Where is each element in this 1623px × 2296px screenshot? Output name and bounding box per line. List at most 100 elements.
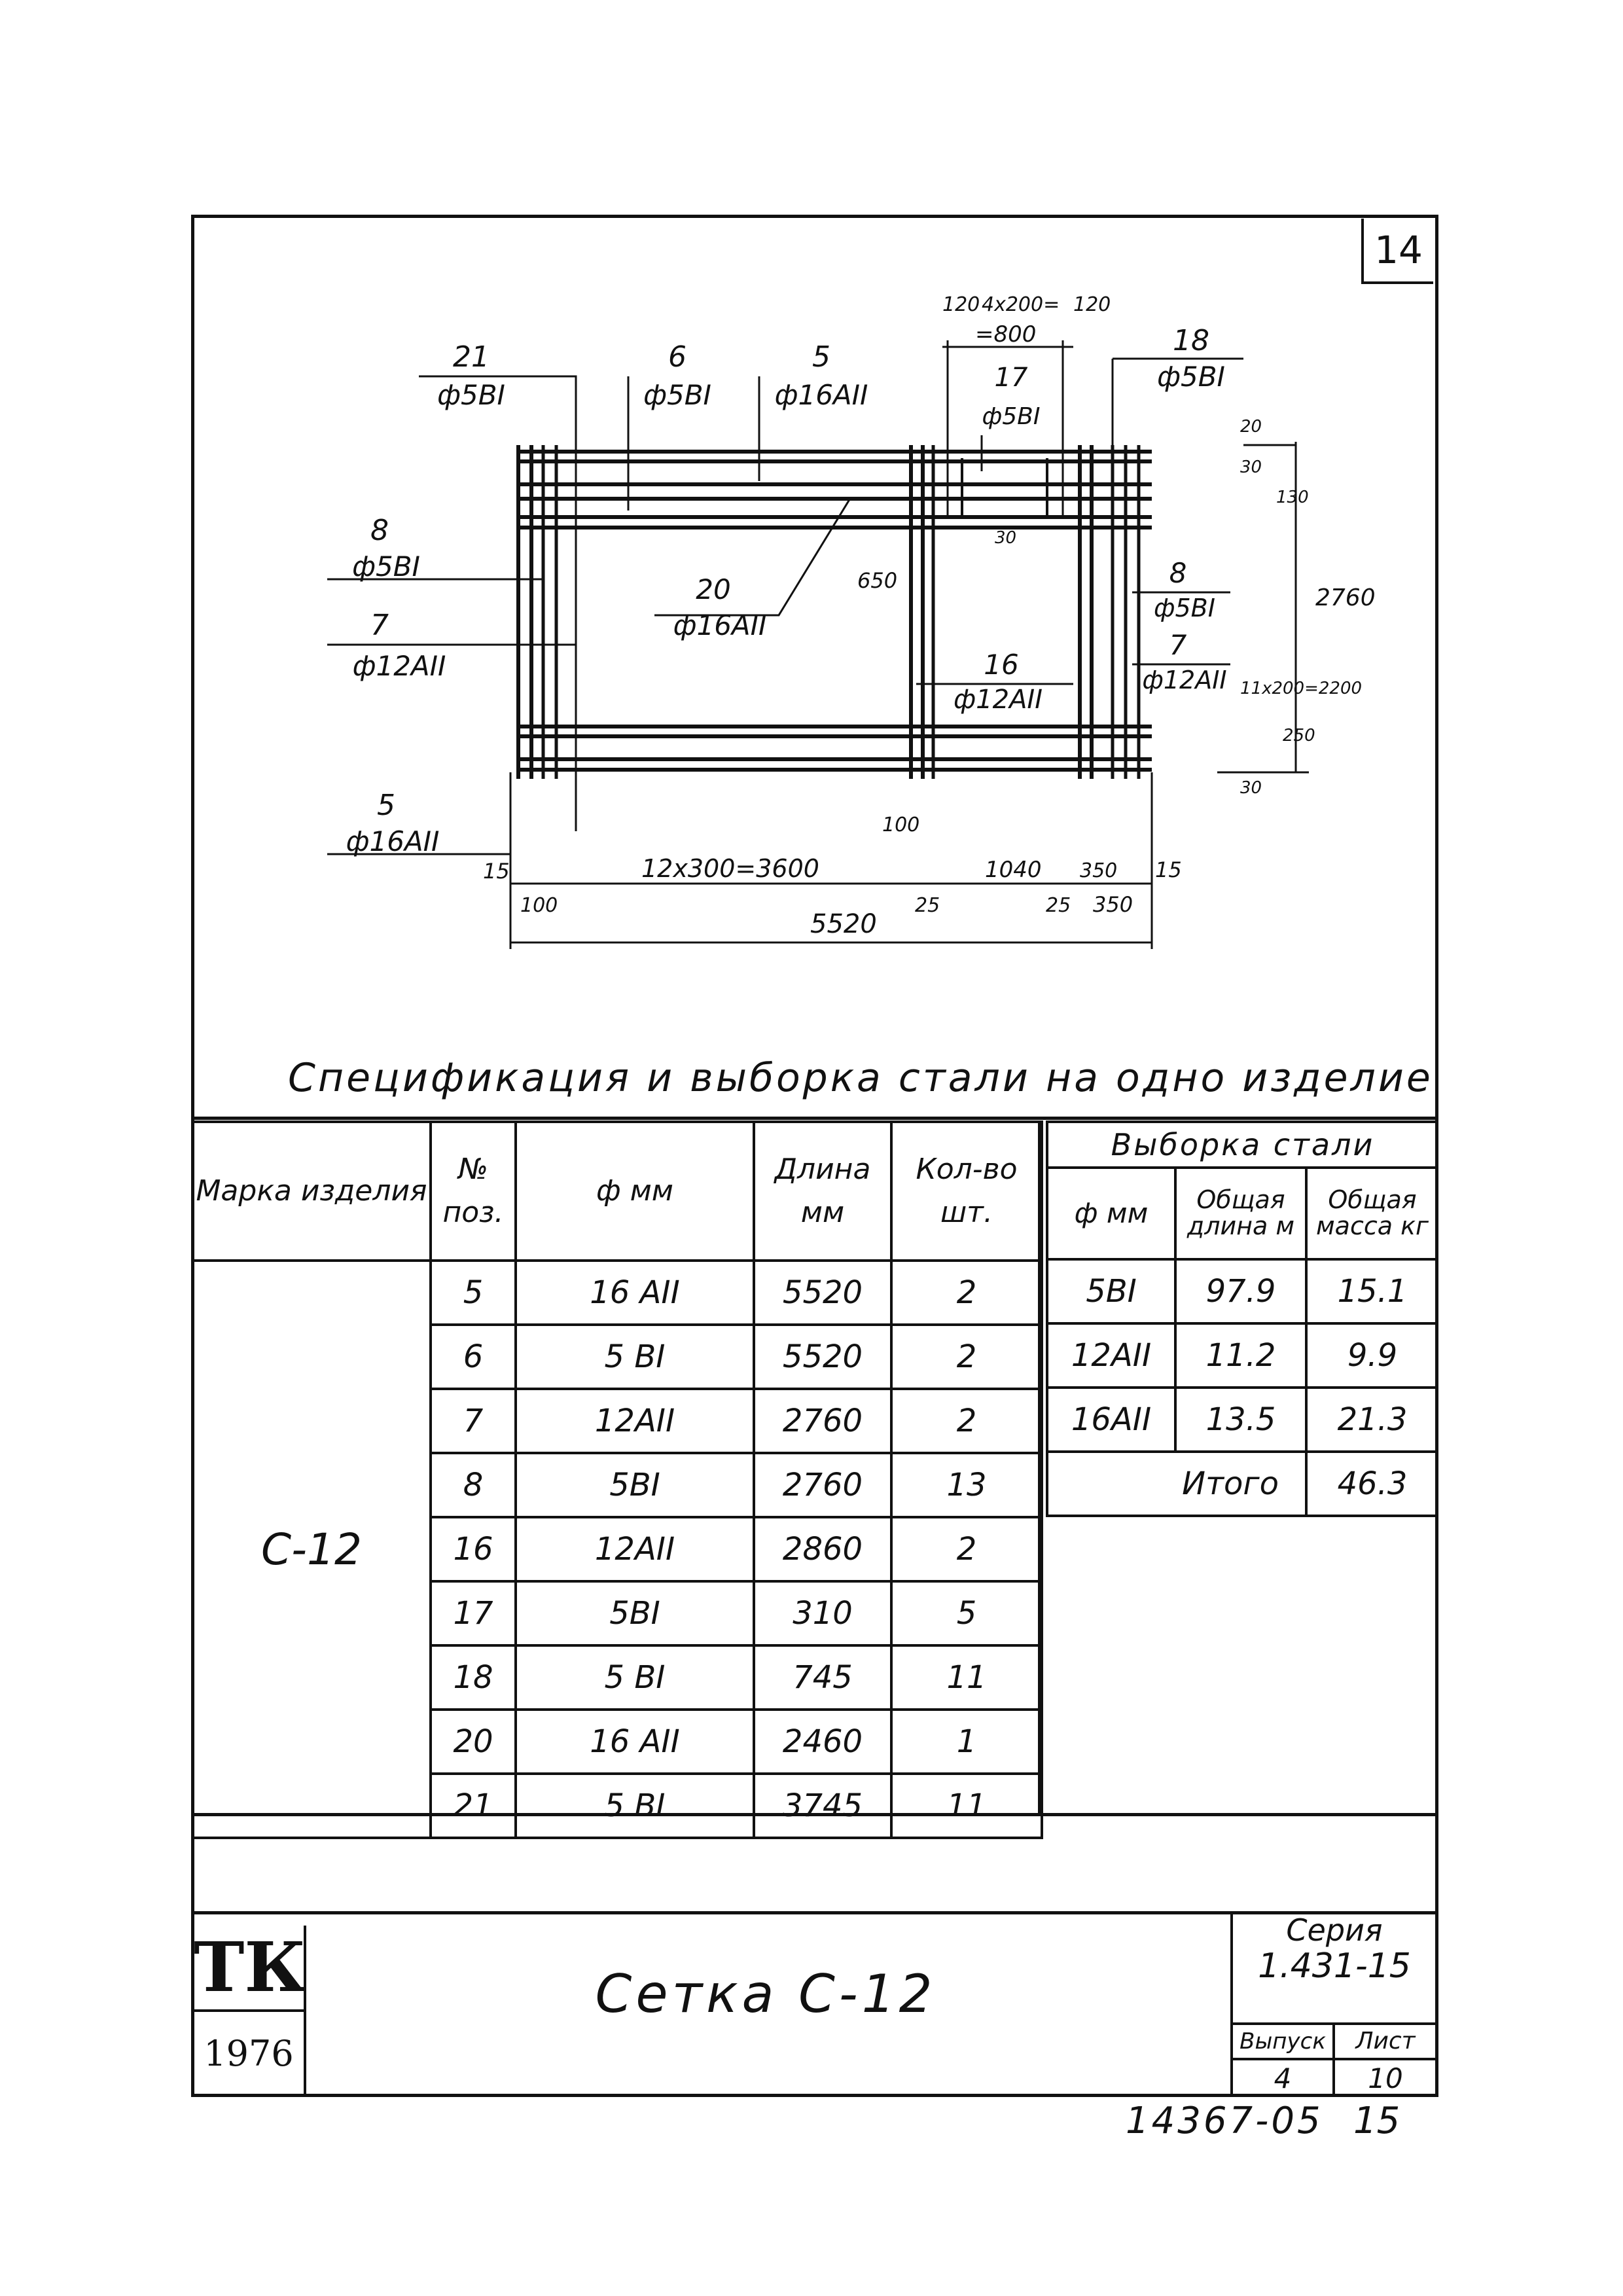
table-row: 18 5 BI 745 11 [194,1644,1043,1711]
label-pos: 21 [453,340,490,374]
cell-dia: 5BI [514,1580,755,1647]
dim-text: 30 [1240,457,1262,477]
label-dia: ф12AII [1142,666,1226,694]
series-value: 1.431-15 [1258,1946,1411,1986]
label-dia: ф5BI [1154,594,1215,622]
label-pos: 20 [696,573,730,605]
cell-pos: 18 [429,1644,517,1711]
dim-text: =800 [975,321,1036,348]
dim-text: 250 [1283,726,1315,745]
cell-pos: 17 [429,1580,517,1647]
cell-dia: 16 AII [514,1708,755,1775]
label-dia: ф5BI [643,379,711,411]
label-pos: 5 [377,789,395,822]
label-pos: 5 [812,340,830,374]
selection-title: Выборка стали [1046,1121,1437,1169]
dim-text: 130 [1276,488,1309,507]
mark-value: С-12 [194,1259,432,1839]
sheet-label: Лист [1355,2028,1416,2054]
table-row: 21 5 BI 3745 11 [194,1772,1043,1839]
label-dia: ф5BI [1157,361,1225,393]
corner-sheet-number: 14 [1361,219,1433,284]
dim-text: 30 [995,528,1016,548]
dim-text: 5520 [810,909,877,939]
sheet-value: 10 [1368,2062,1403,2094]
dim-text: 11x200=2200 [1240,679,1362,698]
selection-table: Выборка стали ф мм Общая длина м Общая м… [1046,1121,1437,1517]
dim-text: 4x200= [982,293,1060,316]
cell-qty: 5 [890,1580,1043,1647]
dim-text: 15 [1155,857,1182,882]
cell-total-mass: 9.9 [1305,1322,1437,1389]
total-row: Итого 46.3 [1046,1450,1437,1517]
label-dia: ф16AII [775,379,868,411]
cell-qty: 11 [890,1772,1043,1839]
cell-dia: 5 BI [514,1644,755,1711]
dim-text: 30 [1240,778,1262,798]
table-row: 6 5 BI 5520 2 [194,1323,1043,1390]
leader-line [654,497,852,617]
header-qty: Кол-во шт. [890,1121,1043,1262]
label-pos: 8 [370,514,389,547]
dim-text: 20 [1240,417,1262,437]
cell-length: 3745 [753,1772,893,1839]
header-sel-dia: ф мм [1046,1166,1177,1261]
dim-text: 650 [857,568,897,593]
table-row: 5BI 97.9 15.1 [1046,1258,1437,1325]
cell-sel-dia: 12AII [1046,1322,1177,1389]
cell-pos: 6 [429,1323,517,1390]
spec-title: Спецификация и выборка стали на одно изд… [288,1055,1433,1101]
year: 1976 [194,2009,306,2097]
cell-qty: 2 [890,1388,1043,1454]
header-dia: ф мм [514,1121,755,1262]
cell-length: 5520 [753,1323,893,1390]
page-number: 15 [1353,2100,1400,2142]
cell-total-length: 97.9 [1174,1258,1308,1325]
label-dia: ф16AII [673,609,767,641]
cell-length: 2760 [753,1452,893,1518]
mesh-drawing: 21 ф5BI 6 ф5BI 5 ф16AII 17 ф5BI 18 ф5BI … [327,293,1376,949]
table-row: 16AII 13.5 21.3 [1046,1386,1437,1453]
label-dia: ф16AII [346,825,440,857]
cell-length: 5520 [753,1259,893,1326]
cell-pos: 8 [429,1452,517,1518]
cell-sel-dia: 5BI [1046,1258,1177,1325]
label-pos: 7 [370,609,389,642]
dim-text: 350 [1093,892,1133,917]
series-label: Серия [1286,1912,1383,1948]
cell-length: 2860 [753,1516,893,1583]
dim-text: 15 [483,859,510,884]
header-total-length: Общая длина м [1174,1166,1308,1261]
double-divider [1038,1121,1043,1816]
label-pos: 7 [1169,629,1187,661]
table-row: 17 5BI 310 5 [194,1580,1043,1647]
cell-qty: 13 [890,1452,1043,1518]
table-row: 7 12AII 2760 2 [194,1388,1043,1454]
cell-length: 745 [753,1644,893,1711]
cell-dia: 16 AII [514,1259,755,1326]
label-pos: 8 [1169,557,1187,589]
divider [194,1813,1436,1816]
cell-dia: 12AII [514,1516,755,1583]
cell-qty: 2 [890,1259,1043,1326]
divider [194,1911,1436,1914]
header-pos: № поз. [429,1121,517,1262]
cell-length: 2760 [753,1388,893,1454]
selection-header-row: ф мм Общая длина м Общая масса кг [1046,1166,1437,1261]
label-pos: 6 [668,340,687,374]
cell-pos: 20 [429,1708,517,1775]
dim-text: 2760 [1315,584,1376,611]
label-dia: ф12AII [954,685,1043,715]
spec-header-row: Марка изделия № поз. ф мм Длина мм Кол-в… [194,1121,1043,1262]
cell-dia: 5 BI [514,1323,755,1390]
cell-dia: 5 BI [514,1772,755,1839]
table-row: 16 12AII 2860 2 [194,1516,1043,1583]
dim-text: 350 [1080,859,1117,882]
issue-value: 4 [1233,2060,1335,2097]
cell-pos: 16 [429,1516,517,1583]
issue-sheet-label-row: Выпуск Лист [1233,2022,1436,2058]
spec-table: Марка изделия № поз. ф мм Длина мм Кол-в… [194,1121,1043,1839]
document-name: Сетка С-12 [595,1964,936,2024]
table-row: 8 5BI 2760 13 [194,1452,1043,1518]
cell-total-length: 13.5 [1174,1386,1308,1453]
